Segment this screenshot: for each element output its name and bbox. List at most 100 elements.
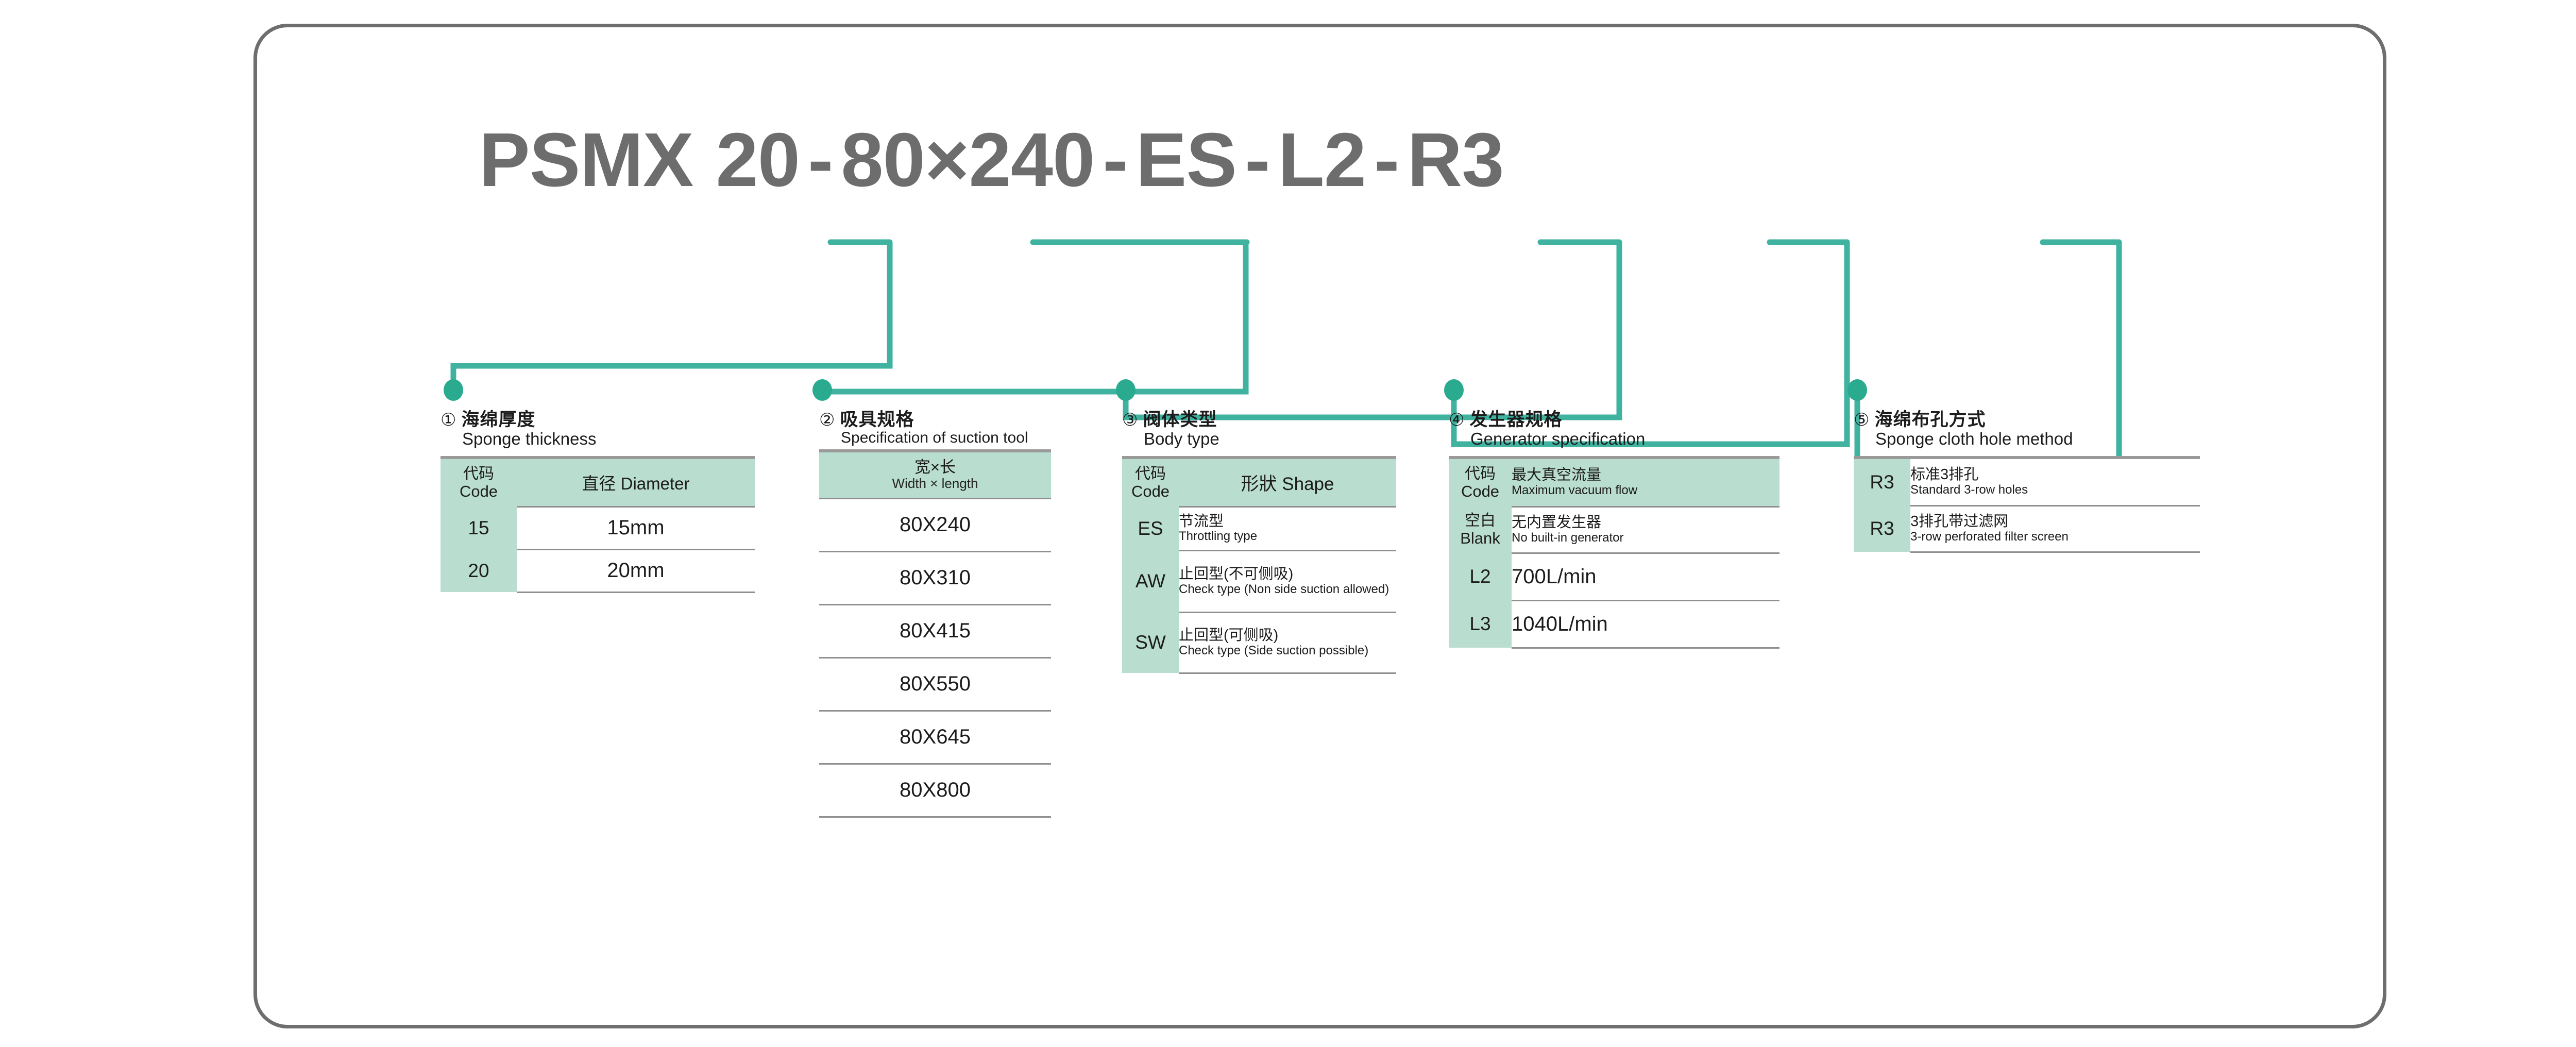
group-3-title-cn: 阀体类型	[1143, 410, 1217, 430]
table-row: 空白 Blank 无内置发生器 No built-in generator	[1449, 506, 1780, 554]
code-segment-2: 80×240	[841, 117, 1095, 202]
group-4-title-cn: 发生器规格	[1469, 410, 1563, 430]
header-code-cell: 代码 Code	[440, 458, 517, 507]
row-value-cn: 止回型(不可侧吸)	[1179, 566, 1294, 582]
code-dash-1: -	[808, 117, 833, 202]
table-row: ES 节流型 Throttling type	[1122, 506, 1396, 551]
row-value: 止回型(不可侧吸) Check type (Non side suction a…	[1179, 550, 1396, 613]
product-code-line: PSMX 20 - 80×240 - ES - L2 - R3	[479, 103, 2231, 198]
row-code-en: Blank	[1460, 529, 1500, 547]
row-value-en: 3-row perforated filter screen	[1910, 529, 2069, 544]
row-value: 700L/min	[1512, 553, 1780, 601]
row-value: 止回型(可侧吸) Check type (Side suction possib…	[1179, 612, 1396, 674]
header-value-cell: 形狀 Shape	[1179, 458, 1396, 508]
header-value-label: 直径 Diameter	[582, 474, 690, 494]
row-value: 无内置发生器 No built-in generator	[1512, 506, 1780, 554]
header-code-en: Code	[1131, 482, 1170, 500]
group-4-index: ④	[1449, 410, 1465, 430]
group-4-table: 代码 Code 最大真空流量 Maximum vacuum flow 空白 Bl…	[1449, 456, 1780, 649]
row-code: 20	[440, 549, 517, 593]
code-dash-2: -	[1103, 117, 1128, 202]
row-value-cn: 3排孔带过滤网	[1910, 513, 2009, 530]
row-code-cn: 空白	[1465, 512, 1496, 530]
table-row: R3 3排孔带过滤网 3-row perforated filter scree…	[1854, 505, 2200, 553]
group-3-index: ③	[1122, 410, 1139, 430]
header-value-cell: 直径 Diameter	[517, 458, 755, 508]
header-code-cn: 代码	[1135, 465, 1166, 483]
table-row: 20 20mm	[440, 549, 755, 593]
row-value: 节流型 Throttling type	[1179, 506, 1396, 551]
row-value-en: No built-in generator	[1512, 530, 1624, 545]
table-row: AW 止回型(不可侧吸) Check type (Non side suctio…	[1122, 550, 1396, 613]
row-code: ES	[1122, 506, 1179, 551]
table-row: 80X800	[819, 764, 1051, 818]
row-value: 80X415	[819, 604, 1051, 658]
row-value: 标准3排孔 Standard 3-row holes	[1910, 458, 2200, 506]
table-row: L3 1040L/min	[1449, 600, 1780, 649]
code-dash-4: -	[1374, 117, 1399, 202]
row-value-en: Standard 3-row holes	[1910, 483, 2028, 497]
row-value: 80X800	[819, 764, 1051, 818]
row-value-cn: 无内置发生器	[1512, 514, 1602, 531]
group-3-table: 代码 Code 形狀 Shape ES 节流型 Throttling type …	[1122, 456, 1396, 674]
table-row: R3 标准3排孔 Standard 3-row holes	[1854, 458, 2200, 506]
header-value-label: 形狀 Shape	[1241, 474, 1334, 494]
table-header-row: 代码 Code 最大真空流量 Maximum vacuum flow	[1449, 458, 1780, 508]
table-header-row: 代码 Code 直径 Diameter	[440, 458, 755, 508]
row-value: 80X240	[819, 498, 1051, 552]
code-segment-prefix: PSMX	[479, 117, 693, 202]
row-value: 80X550	[819, 657, 1051, 712]
group-5-index: ⑤	[1854, 410, 1870, 430]
table-header-row: 代码 Code 形狀 Shape	[1122, 458, 1396, 508]
code-dash-3: -	[1245, 117, 1270, 202]
row-code: L2	[1449, 553, 1512, 601]
group-1-title-en: Sponge thickness	[462, 429, 597, 449]
group-1-title-cn: 海绵厚度	[461, 410, 536, 430]
row-code: 15	[440, 506, 517, 550]
group-1-index: ①	[440, 410, 457, 430]
table-row: 80X550	[819, 657, 1051, 712]
table-row: 80X310	[819, 551, 1051, 605]
table-row: 80X240	[819, 498, 1051, 552]
group-2-title-cn: 吸具规格	[840, 410, 914, 430]
row-value-cn: 标准3排孔	[1910, 466, 1979, 483]
header-code-en: Code	[1461, 482, 1500, 500]
header-code-cell: 代码 Code	[1449, 458, 1512, 507]
group-1-table: 代码 Code 直径 Diameter 15 15mm 20 20mm	[440, 456, 755, 593]
row-code: L3	[1449, 600, 1512, 648]
row-value-cn: 节流型	[1179, 513, 1224, 530]
table-row: 80X645	[819, 711, 1051, 765]
group-5-table: R3 标准3排孔 Standard 3-row holes R3 3排孔带过滤网…	[1854, 456, 2200, 553]
header-value-cell: 最大真空流量 Maximum vacuum flow	[1512, 458, 1780, 508]
table-row: L2 700L/min	[1449, 553, 1780, 601]
header-code-en: Code	[459, 482, 498, 500]
row-value-en: Check type (Non side suction allowed)	[1179, 582, 1389, 596]
table-row: SW 止回型(可侧吸) Check type (Side suction pos…	[1122, 612, 1396, 674]
header-value-cell: 宽×长 Width × length	[819, 450, 1051, 499]
row-value-en: Throttling type	[1179, 529, 1258, 544]
group-5-title-cn: 海绵布孔方式	[1874, 410, 1986, 430]
row-value-en: Check type (Side suction possible)	[1179, 643, 1369, 657]
row-value: 1040L/min	[1512, 600, 1780, 649]
header-value-en: Width × length	[892, 476, 978, 492]
row-value: 20mm	[517, 549, 755, 593]
header-code-cell: 代码 Code	[1122, 458, 1179, 507]
table-header-row: 宽×长 Width × length	[819, 450, 1051, 499]
header-value-cn: 最大真空流量	[1512, 467, 1602, 484]
header-code-cn: 代码	[463, 465, 494, 483]
code-segment-1: 20	[716, 117, 800, 202]
group-2-index: ②	[819, 410, 836, 430]
row-code: SW	[1122, 612, 1179, 673]
header-value-en: Maximum vacuum flow	[1512, 483, 1638, 498]
group-2-title-en: Specification of suction tool	[841, 429, 1028, 447]
header-value-cn: 宽×长	[914, 458, 956, 476]
code-segment-5: R3	[1407, 117, 1504, 202]
row-code: R3	[1854, 458, 1910, 506]
code-segment-4: L2	[1278, 117, 1366, 202]
